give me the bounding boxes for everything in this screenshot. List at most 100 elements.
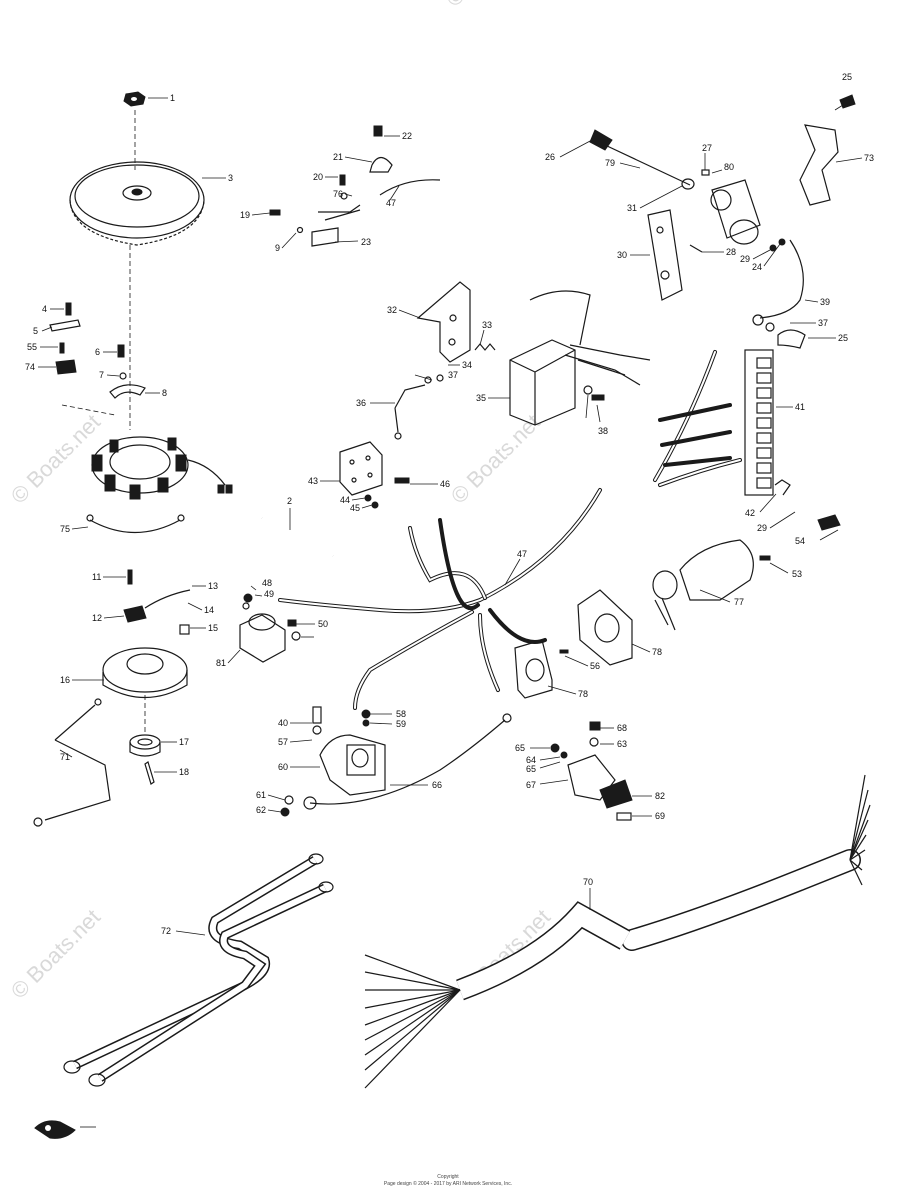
callout-40: 57 xyxy=(278,737,288,747)
callout-25: 73 xyxy=(864,153,874,163)
key-switch-area xyxy=(514,539,771,699)
callout-32: 32 xyxy=(387,305,397,315)
callout-5: 5 xyxy=(33,326,38,336)
solenoid-52-area xyxy=(239,593,301,663)
watermark: © Boats.net xyxy=(446,409,545,508)
callout-4: 4 xyxy=(42,304,47,314)
callout-62: 66 xyxy=(432,780,442,790)
callout-35: 35 xyxy=(476,393,486,403)
callout-18: 18 xyxy=(179,767,189,777)
callout-60: 61 xyxy=(256,790,266,800)
terminal-strip xyxy=(744,349,841,531)
callout-75: 75 xyxy=(60,524,70,534)
callout-24: 25 xyxy=(842,72,852,82)
callout-63: 82 xyxy=(655,791,665,801)
callout-8: 8 xyxy=(162,388,167,398)
terminal-group xyxy=(269,125,441,247)
callout-44: 44 xyxy=(340,495,350,505)
callout-82: 69 xyxy=(655,811,665,821)
callout-leaders xyxy=(38,97,863,1128)
callout-24b: 25 xyxy=(838,333,848,343)
watermark: © Boats.net xyxy=(6,409,105,508)
screw-4 xyxy=(65,302,72,316)
callout-3: 3 xyxy=(228,173,233,183)
callout-21: 21 xyxy=(333,152,343,162)
callout-11: 11 xyxy=(92,572,101,582)
callout-15: 15 xyxy=(208,623,218,633)
callout-41: 42 xyxy=(745,508,755,518)
switch-63-area xyxy=(550,721,633,821)
callout-22: 22 xyxy=(402,131,412,141)
callout-1: 1 xyxy=(170,93,175,103)
callout-66b: 65 xyxy=(526,764,536,774)
callout-68: 63 xyxy=(617,739,627,749)
callout-71: 71 xyxy=(60,752,70,762)
callout-16: 16 xyxy=(60,675,70,685)
callout-47b: 47 xyxy=(517,549,527,559)
callout-65: 64 xyxy=(526,755,536,765)
callout-48: 48 xyxy=(262,578,272,588)
callout-61: 62 xyxy=(256,805,266,815)
callout-55: 55 xyxy=(27,342,37,352)
callout-9: 9 xyxy=(275,243,280,253)
callout-33: 33 xyxy=(482,320,492,330)
callout-28: 29 xyxy=(740,254,750,264)
flywheel-assembly xyxy=(33,91,233,827)
callout-38: 38 xyxy=(598,426,608,436)
callout-19: 19 xyxy=(240,210,250,220)
callout-79: 27 xyxy=(702,143,712,153)
callout-54: 53 xyxy=(792,569,802,579)
callout-56: 40 xyxy=(278,718,288,728)
callout-20: 20 xyxy=(313,172,323,182)
callout-69: 70 xyxy=(583,877,593,887)
callout-17: 17 xyxy=(179,737,189,747)
solenoid-59-area xyxy=(280,706,512,817)
callout-47: 47 xyxy=(386,198,396,208)
callout-67: 68 xyxy=(617,723,627,733)
callout-37b: 37 xyxy=(818,318,828,328)
callout-27: 80 xyxy=(724,162,734,172)
callout-37: 37 xyxy=(448,370,458,380)
footer: Copyright Page design © 2004 - 2017 by A… xyxy=(384,1174,512,1187)
callout-76: 76 xyxy=(333,189,343,199)
callout-64: 67 xyxy=(526,780,536,790)
footer-copyright: Copyright xyxy=(437,1174,459,1180)
callout-77: 78 xyxy=(652,647,662,657)
callout-2: 2 xyxy=(287,496,292,506)
callout-39: 41 xyxy=(795,402,805,412)
callout-66: 65 xyxy=(515,743,525,753)
callout-57: 58 xyxy=(396,709,406,719)
callout-50: 50 xyxy=(318,619,328,629)
callout-73: 39 xyxy=(820,297,830,307)
battery-cables-70 xyxy=(34,853,334,1139)
callout-26: 79 xyxy=(605,158,615,168)
callout-81: 26 xyxy=(545,152,555,162)
callout-13: 13 xyxy=(208,581,218,591)
callout-12: 12 xyxy=(92,613,102,623)
callout-31: 30 xyxy=(617,250,627,260)
callout-45: 45 xyxy=(350,503,360,513)
callout-46: 46 xyxy=(440,479,450,489)
callout-59: 60 xyxy=(278,762,288,772)
callout-43: 43 xyxy=(308,476,318,486)
clamp-5 xyxy=(49,319,81,332)
callout-74: 74 xyxy=(25,362,35,372)
cable-harness-69 xyxy=(364,774,871,1089)
callout-49: 49 xyxy=(264,589,274,599)
watermark: © Boats.net xyxy=(6,904,105,1003)
callout-6: 6 xyxy=(95,347,100,357)
callout-numbers: 1 3 4 5 55 74 6 7 8 75 11 12 13 14 15 16… xyxy=(25,72,874,936)
callout-14: 14 xyxy=(204,605,214,615)
callout-80: 31 xyxy=(627,203,637,213)
callout-28b: 29 xyxy=(757,523,767,533)
callout-53: 77 xyxy=(734,597,744,607)
callout-23: 23 xyxy=(361,237,371,247)
footer-page-design: Page design © 2004 - 2017 by ARI Network… xyxy=(384,1180,512,1187)
callout-34: 34 xyxy=(462,360,472,370)
main-harness xyxy=(278,350,742,710)
watermarks: © Boats.net © Boats.net © Boats.net © Bo… xyxy=(6,0,555,1004)
callout-52: 81 xyxy=(216,658,226,668)
callout-7: 7 xyxy=(99,370,104,380)
callout-77b: 78 xyxy=(578,689,588,699)
